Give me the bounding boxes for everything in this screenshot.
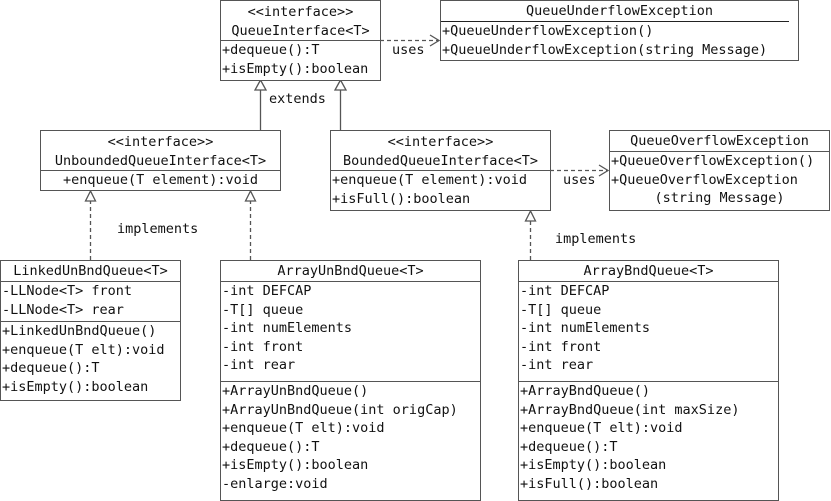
- class-header: ArrayUnBndQueue<T>: [221, 261, 480, 281]
- method: +enqueue(T elt):void: [222, 420, 385, 436]
- attributes-section: -LLNode<T> front -LLNode<T> rear: [1, 281, 180, 321]
- class-name: QueueInterface<T>: [231, 22, 370, 39]
- methods-section: +QueueOverflowException() +QueueOverflow…: [610, 151, 829, 208]
- methods-section: +LinkedUnBndQueue() +enqueue(T elt):void…: [1, 321, 180, 396]
- method: +enqueue(T elt):void: [2, 341, 165, 358]
- realization-arrowhead: [84, 189, 97, 202]
- attributes-section: -int DEFCAP -T[] queue -int numElements …: [221, 281, 480, 381]
- method: +isEmpty():boolean: [222, 60, 369, 77]
- attribute: -LLNode<T> front: [2, 283, 133, 299]
- attributes-section: -int DEFCAP -T[] queue -int numElements …: [519, 281, 778, 381]
- extends-label: extends: [269, 91, 326, 107]
- method: +ArrayBndQueue(int maxSize): [520, 401, 740, 418]
- attribute: -int DEFCAP: [222, 283, 312, 299]
- realization-arrowhead: [524, 209, 537, 222]
- methods-section: +enqueue(T element):void +isFull():boole…: [331, 170, 550, 208]
- class-name: QueueUnderflowException: [526, 3, 713, 19]
- realization-arrowhead: [244, 189, 257, 202]
- attribute: -T[] queue: [520, 301, 602, 318]
- class-header: QueueUnderflowException: [441, 1, 798, 22]
- method: +isFull():boolean: [520, 475, 659, 492]
- method: +dequeue():T: [2, 360, 100, 376]
- methods-section: +enqueue(T element):void: [41, 170, 280, 190]
- class-queue-interface[interactable]: <<interface>> QueueInterface<T> +dequeue…: [220, 0, 381, 81]
- methods-section: +ArrayUnBndQueue() +ArrayUnBndQueue(int …: [221, 381, 480, 493]
- attribute: -int numElements: [520, 320, 651, 336]
- dependency-arrowhead: [598, 164, 610, 177]
- class-unbounded-queue-interface[interactable]: <<interface>> UnboundedQueueInterface<T>…: [40, 130, 281, 191]
- attribute: -T[] queue: [222, 301, 304, 318]
- method: +enqueue(T elt):void: [520, 420, 683, 436]
- attribute: -int front: [222, 338, 304, 355]
- class-header: ArrayBndQueue<T>: [519, 261, 778, 281]
- attribute: -int DEFCAP: [520, 283, 610, 299]
- method: +ArrayBndQueue(): [520, 383, 651, 399]
- generalization-arrowhead: [333, 78, 348, 91]
- class-array-unbnd-queue[interactable]: ArrayUnBndQueue<T> -int DEFCAP -T[] queu…: [220, 260, 481, 501]
- attribute: -int rear: [222, 357, 296, 373]
- dependency-arrowhead: [429, 34, 441, 47]
- method: +dequeue():T: [520, 438, 618, 455]
- method: +ArrayUnBndQueue(int origCap): [222, 401, 458, 418]
- class-header: <<interface>> QueueInterface<T>: [221, 1, 380, 40]
- class-bounded-queue-interface[interactable]: <<interface>> BoundedQueueInterface<T> +…: [330, 130, 551, 211]
- stereotype: <<interface>>: [247, 4, 354, 20]
- method: +QueueOverflowException: [611, 171, 798, 188]
- stereotype: <<interface>>: [107, 134, 214, 150]
- uses-label-mid: uses: [563, 172, 596, 188]
- class-queue-overflow-exception[interactable]: QueueOverflowException +QueueOverflowExc…: [609, 130, 830, 211]
- class-name: ArrayUnBndQueue<T>: [277, 263, 424, 279]
- class-name: ArrayBndQueue<T>: [583, 263, 714, 279]
- method-continuation: (string Message): [654, 190, 785, 206]
- class-header: <<interface>> UnboundedQueueInterface<T>: [41, 131, 280, 170]
- method: +dequeue():T: [222, 42, 320, 58]
- method: +isEmpty():boolean: [520, 457, 667, 473]
- header-underline: [441, 21, 789, 22]
- generalization-arrowhead: [253, 78, 268, 91]
- method: +isEmpty():boolean: [222, 457, 369, 473]
- attribute: -LLNode<T> rear: [2, 301, 124, 318]
- method: -enlarge:void: [222, 475, 328, 492]
- class-header: <<interface>> BoundedQueueInterface<T>: [331, 131, 550, 170]
- method: +isEmpty():boolean: [2, 378, 149, 395]
- attribute: -int numElements: [222, 320, 353, 336]
- method: +QueueOverflowException(): [611, 153, 815, 169]
- class-name: LinkedUnBndQueue<T>: [13, 263, 168, 279]
- class-name: BoundedQueueInterface<T>: [342, 152, 539, 169]
- method: +dequeue():T: [222, 438, 320, 455]
- class-header: QueueOverflowException: [610, 131, 829, 151]
- implements-label-left: implements: [117, 221, 199, 237]
- method: +isFull():boolean: [332, 190, 471, 207]
- methods-section: +QueueUnderflowException() +QueueUnderfl…: [441, 22, 798, 59]
- class-linked-unbnd-queue[interactable]: LinkedUnBndQueue<T> -LLNode<T> front -LL…: [0, 260, 181, 401]
- method: +enqueue(T element):void: [62, 172, 259, 188]
- class-queue-underflow-exception[interactable]: QueueUnderflowException +QueueUnderflowE…: [440, 0, 799, 61]
- method: +LinkedUnBndQueue(): [2, 323, 157, 339]
- implements-label-right: implements: [555, 231, 637, 247]
- stereotype: <<interface>>: [387, 134, 494, 150]
- class-array-bnd-queue[interactable]: ArrayBndQueue<T> -int DEFCAP -T[] queue …: [518, 260, 779, 501]
- class-name: QueueOverflowException: [630, 133, 809, 149]
- method: +ArrayUnBndQueue(): [222, 383, 369, 399]
- class-name: UnboundedQueueInterface<T>: [54, 152, 267, 169]
- method: +enqueue(T element):void: [332, 172, 528, 188]
- method: +QueueUnderflowException(): [442, 23, 654, 39]
- attribute: -int rear: [520, 357, 594, 373]
- method: +QueueUnderflowException(string Message): [442, 41, 768, 58]
- class-header: LinkedUnBndQueue<T>: [1, 261, 180, 281]
- methods-section: +dequeue():T +isEmpty():boolean: [221, 40, 380, 78]
- attribute: -int front: [520, 338, 602, 355]
- methods-section: +ArrayBndQueue() +ArrayBndQueue(int maxS…: [519, 381, 778, 493]
- uses-label-top: uses: [392, 42, 425, 58]
